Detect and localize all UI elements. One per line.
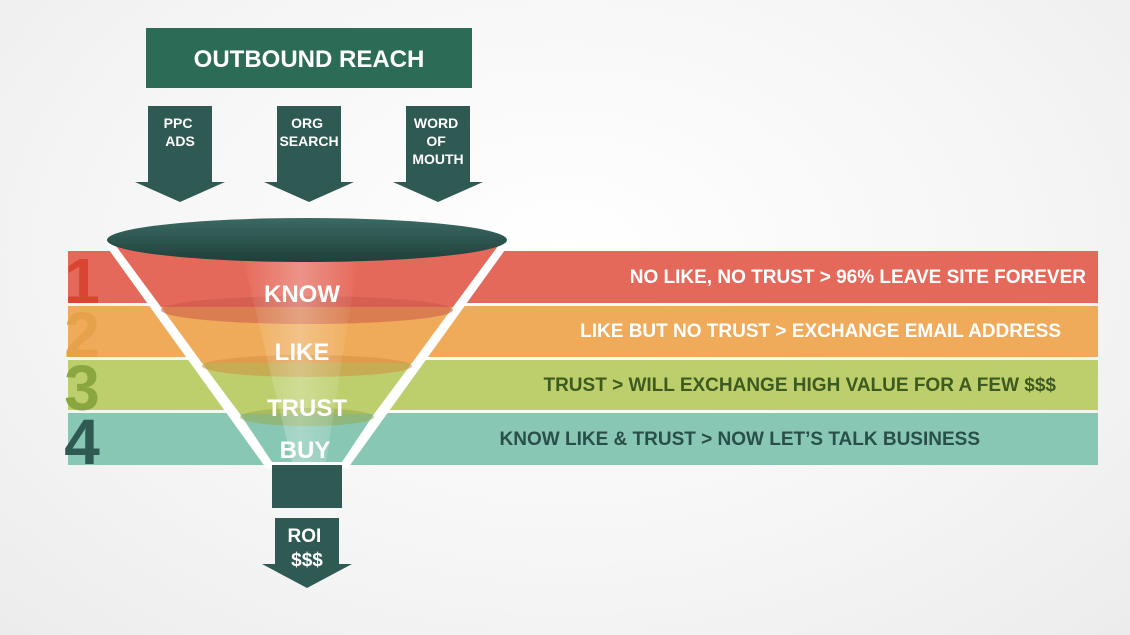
funnel-label-know: KNOW xyxy=(264,281,340,308)
output-label-line: ROI xyxy=(287,526,321,547)
svg-text:ORG SEARCH: ORG SEARCH xyxy=(279,115,338,149)
source-label-line: WORD xyxy=(414,115,458,131)
stage-number-2: 2 xyxy=(64,299,100,371)
funnel-label-buy: BUY xyxy=(280,437,331,464)
stage-description-trust: TRUST > WILL EXCHANGE HIGH VALUE FOR A F… xyxy=(543,375,1056,396)
output-label-line: $$$ xyxy=(291,550,323,571)
stage-description-buy: KNOW LIKE & TRUST > NOW LET’S TALK BUSIN… xyxy=(500,429,980,450)
source-label-line: OF xyxy=(426,133,446,149)
funnel-spout xyxy=(272,465,342,508)
stage-number-4: 4 xyxy=(64,406,100,478)
funnel-shine xyxy=(240,246,360,462)
source-label-line: MOUTH xyxy=(412,151,463,167)
source-label-line: ORG xyxy=(291,115,323,131)
stage-number-1: 1 xyxy=(64,245,100,317)
svg-text:WORD OF MOUTH: WORD OF MOUTH xyxy=(412,115,463,167)
funnel-rim xyxy=(107,218,507,262)
stage-description-like: LIKE BUT NO TRUST > EXCHANGE EMAIL ADDRE… xyxy=(580,321,1061,342)
source-label-line: SEARCH xyxy=(279,133,338,149)
funnel-label-trust: TRUST xyxy=(267,395,347,422)
source-arrow-org-search: ORG SEARCH xyxy=(264,106,354,202)
stage-description-know: NO LIKE, NO TRUST > 96% LEAVE SITE FOREV… xyxy=(630,267,1087,288)
source-arrow-word-of-mouth: WORD OF MOUTH xyxy=(393,106,483,202)
header-banner xyxy=(146,28,472,88)
header-title: OUTBOUND REACH xyxy=(194,46,425,73)
source-label-line: ADS xyxy=(165,133,195,149)
source-label-line: PPC xyxy=(164,115,193,131)
stage-number-3: 3 xyxy=(64,352,100,424)
svg-text:ROI $$$: ROI $$$ xyxy=(287,526,326,571)
source-arrow-ppc: PPC ADS xyxy=(135,106,225,202)
output-arrow-roi: ROI $$$ xyxy=(262,518,352,588)
funnel-label-like: LIKE xyxy=(275,339,330,366)
svg-text:PPC ADS: PPC ADS xyxy=(164,115,197,149)
